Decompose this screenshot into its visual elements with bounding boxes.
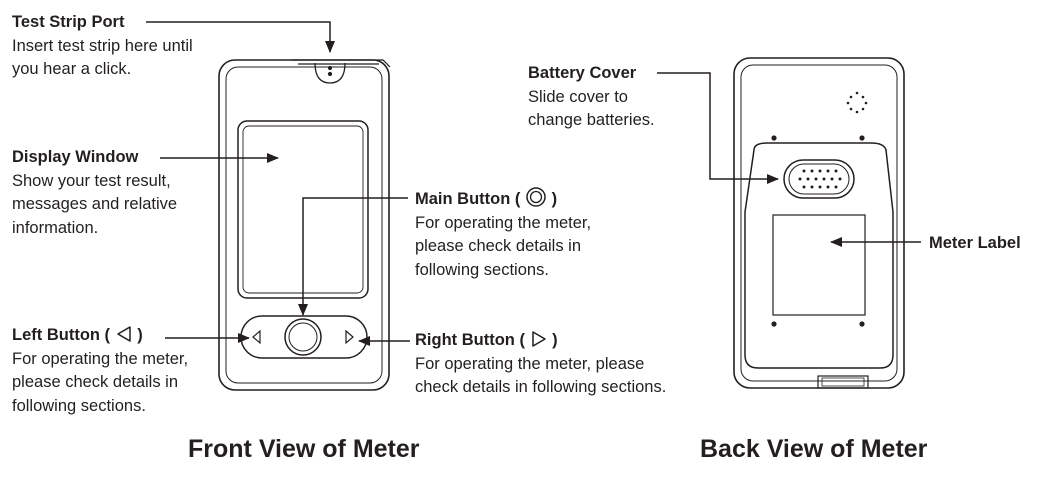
main-button-icon — [526, 187, 546, 207]
main-button-title: Main Button ( ) — [415, 187, 591, 212]
display-window-desc-1: Show your test result, — [12, 171, 171, 190]
display-window-desc-3: information. — [12, 218, 99, 237]
leader-main-button — [298, 197, 408, 316]
test-strip-port-desc-1: Insert test strip here until — [12, 36, 193, 55]
back-view-title: Back View of Meter — [700, 435, 928, 463]
battery-cover-grip — [783, 159, 855, 199]
test-strip-port-title: Test Strip Port — [12, 13, 125, 31]
right-triangle-icon — [531, 331, 546, 347]
right-button-title: Right Button ( ) — [415, 329, 666, 353]
main-button-desc-1: For operating the meter, — [415, 213, 592, 232]
main-button-title-suffix: ) — [551, 190, 558, 208]
right-button-desc-2: check details in following sections. — [415, 378, 667, 396]
display-window-title: Display Window — [12, 148, 139, 166]
strip-port-notch — [314, 62, 346, 84]
battery-cover-desc-2: change batteries. — [528, 111, 655, 129]
meter-label-title: Meter Label — [929, 234, 1021, 252]
main-button-desc-3: following sections. — [415, 260, 549, 279]
front-view-title: Front View of Meter — [188, 435, 420, 463]
left-button-title: Left Button ( ) — [12, 324, 188, 348]
right-button — [345, 329, 354, 345]
main-button-desc-2: please check details in — [415, 237, 582, 255]
test-strip-port-desc-2: you hear a click. — [12, 60, 132, 78]
strip-port-slot — [292, 59, 391, 68]
back-clip — [817, 375, 869, 389]
right-button-desc-1: For operating the meter, please — [415, 354, 645, 373]
battery-cover-callout: Battery Cover Slide cover to change batt… — [528, 62, 655, 133]
left-triangle-icon — [116, 326, 131, 342]
leader-lines — [146, 21, 921, 346]
battery-cover-desc-1: Slide cover to — [528, 87, 628, 106]
left-button — [252, 329, 261, 345]
back-battery-cover — [744, 142, 894, 369]
left-button-title-suffix: ) — [137, 326, 143, 344]
back-meter-details — [771, 91, 868, 327]
leader-test-strip-port — [146, 21, 335, 53]
meter-label-callout: Meter Label — [929, 232, 1021, 256]
display-window-callout: Display Window Show your test result, me… — [12, 146, 177, 240]
left-button-desc-1: For operating the meter, — [12, 349, 189, 368]
left-button-title-prefix: Left Button ( — [12, 326, 111, 344]
right-button-title-prefix: Right Button ( — [415, 331, 525, 349]
test-strip-port-callout: Test Strip Port Insert test strip here u… — [12, 11, 193, 82]
left-button-desc-2: please check details in — [12, 373, 179, 391]
left-button-callout: Left Button ( ) For operating the meter,… — [12, 324, 188, 418]
leader-battery-cover — [657, 72, 779, 184]
battery-cover-title: Battery Cover — [528, 64, 637, 82]
right-button-title-suffix: ) — [552, 331, 558, 349]
left-button-desc-3: following sections. — [12, 396, 146, 415]
main-button — [284, 318, 322, 356]
main-button-callout: Main Button ( ) For operating the meter,… — [415, 187, 591, 282]
back-meter-body — [733, 57, 905, 389]
main-button-title-prefix: Main Button ( — [415, 190, 521, 208]
right-button-callout: Right Button ( ) For operating the meter… — [415, 329, 666, 400]
display-window-desc-2: messages and relative — [12, 195, 178, 213]
meter-label-area — [772, 214, 866, 316]
back-meter — [733, 57, 905, 389]
